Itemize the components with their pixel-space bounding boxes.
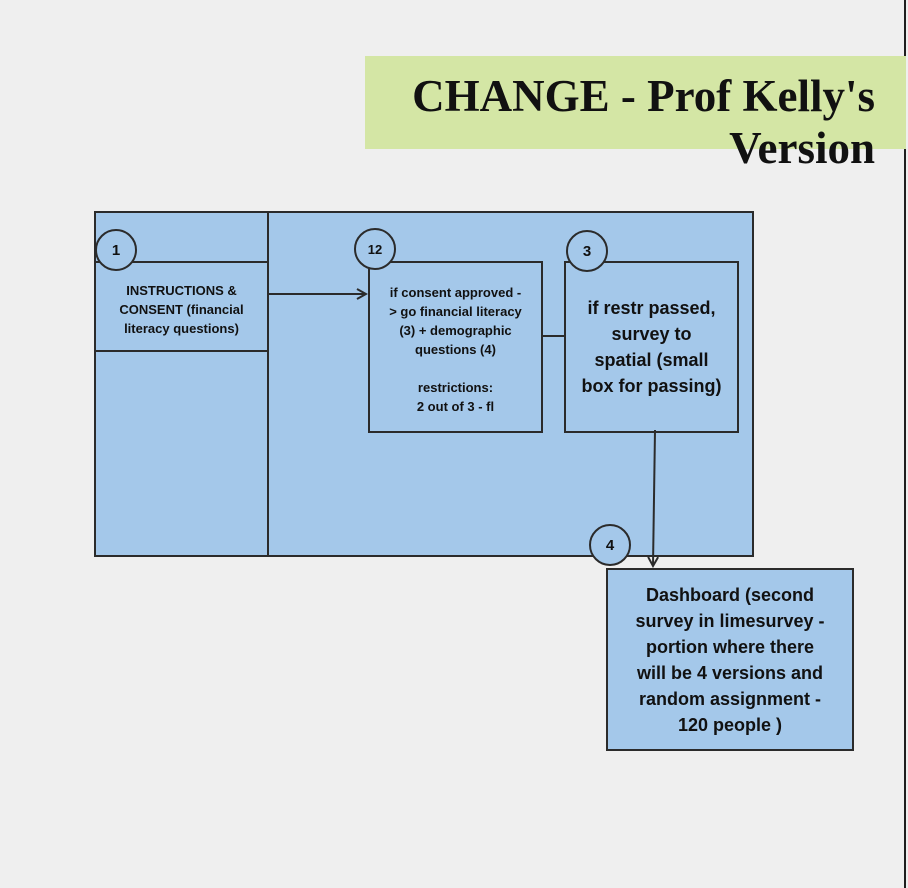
title-banner [365, 56, 906, 149]
step-3-text: if restr passed, survey to spatial (smal… [581, 298, 722, 396]
step-4-box: Dashboard (second survey in limesurvey -… [606, 568, 854, 751]
diagram-title: CHANGE - Prof Kelly's Version [412, 71, 875, 173]
step-12-box: if consent approved - > go financial lit… [368, 261, 543, 433]
arrow-step3-to-step4 [653, 429, 655, 566]
step-12-text: if consent approved - > go financial lit… [389, 285, 522, 414]
step-1-badge: 1 [95, 229, 137, 271]
step-1-box: INSTRUCTIONS & CONSENT (financial litera… [94, 261, 269, 352]
step-12-badge: 12 [354, 228, 396, 270]
page-right-border [904, 0, 906, 888]
step-3-badge: 3 [566, 230, 608, 272]
step-1-text: INSTRUCTIONS & CONSENT (financial litera… [119, 283, 244, 336]
frame-divider [267, 211, 269, 555]
step-4-badge: 4 [589, 524, 631, 566]
step-3-box: if restr passed, survey to spatial (smal… [564, 261, 739, 433]
step-4-text: Dashboard (second survey in limesurvey -… [635, 584, 825, 735]
